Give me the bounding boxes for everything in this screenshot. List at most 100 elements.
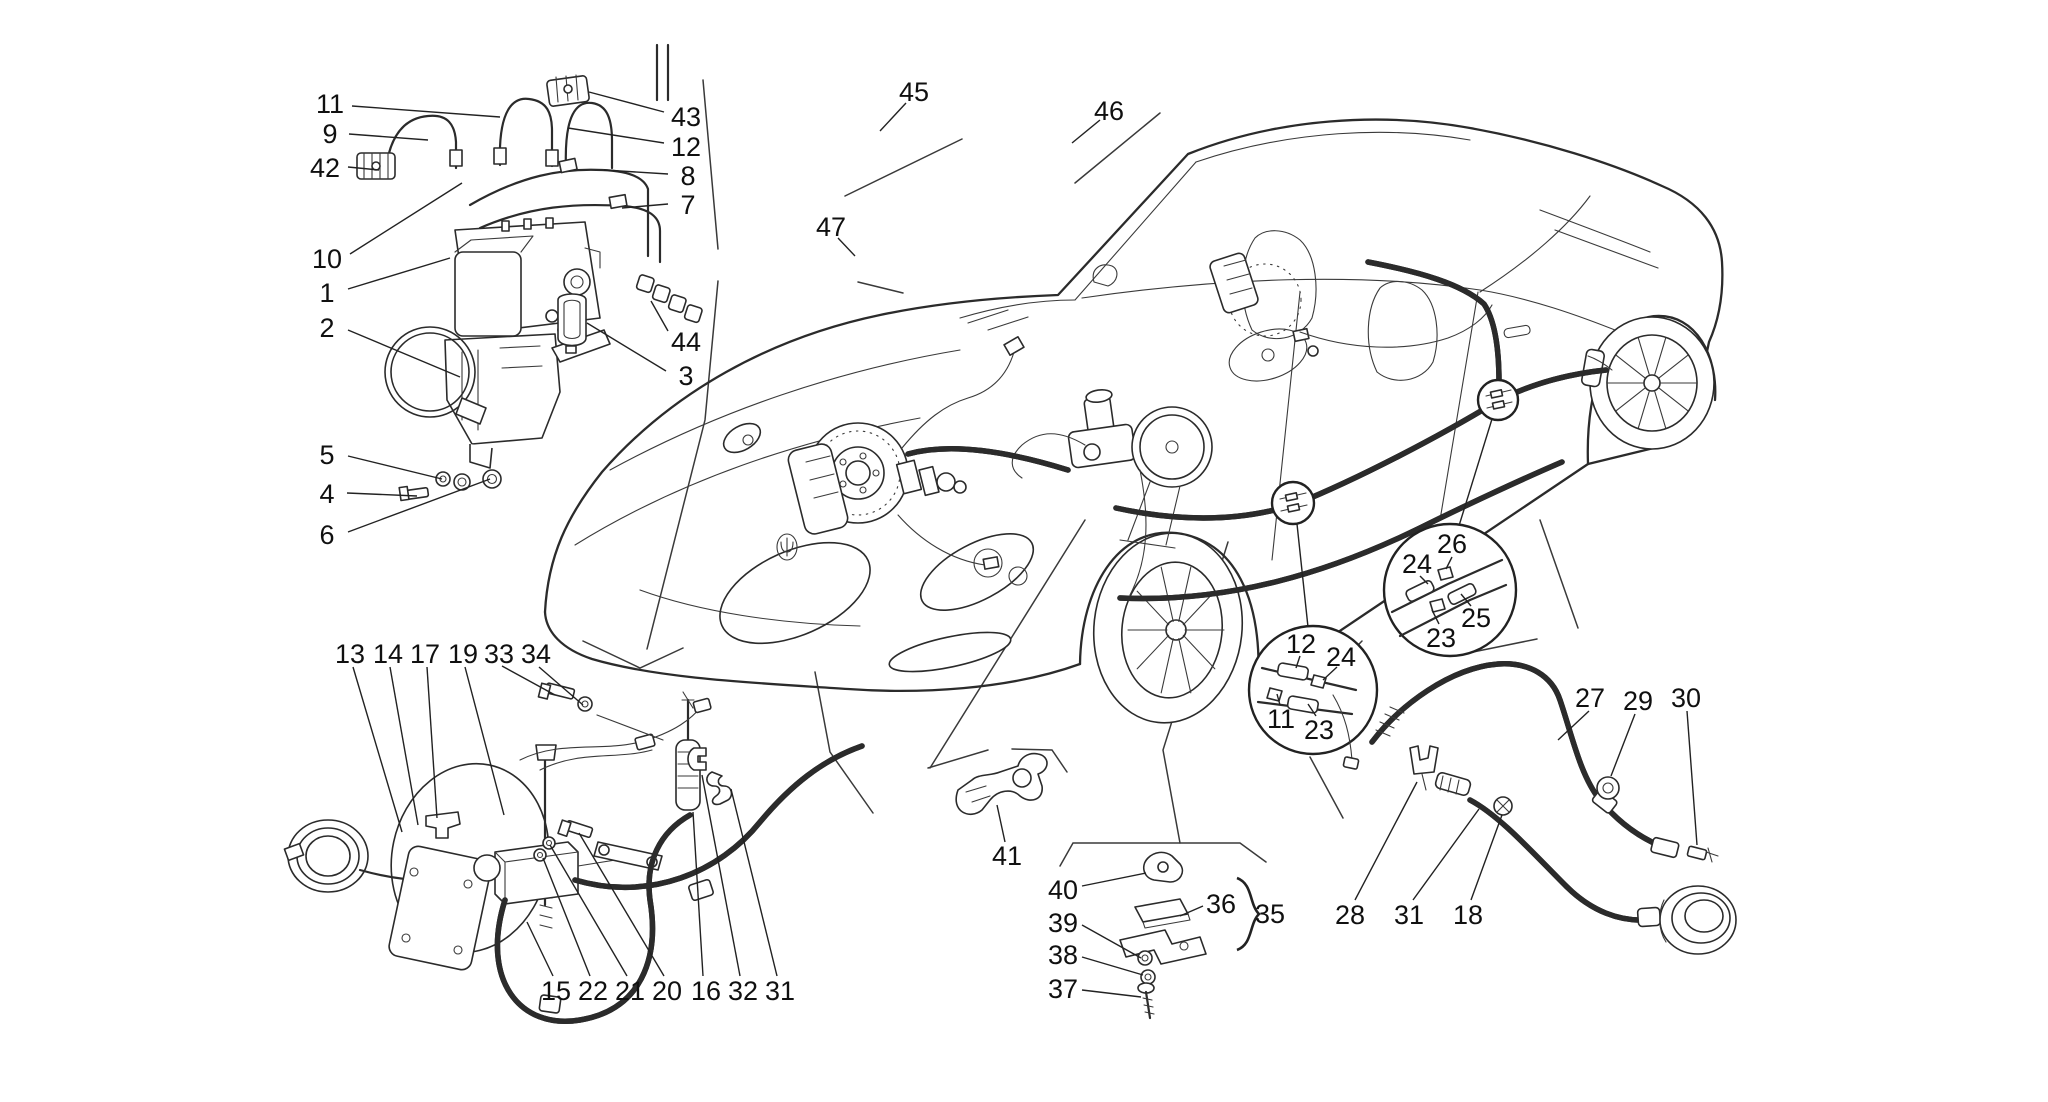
callout-leader-line xyxy=(542,857,591,977)
callout-number: 15 xyxy=(541,976,571,1006)
seal-drum-icon xyxy=(1659,885,1737,955)
callout-22: 22 xyxy=(542,857,608,1006)
callout-24: 24 xyxy=(1402,549,1432,585)
callout-number: 21 xyxy=(615,976,645,1006)
callout-leader-line xyxy=(348,133,429,141)
callout-leader-line xyxy=(879,102,907,132)
pipe-clamp-40-icon xyxy=(1142,851,1184,883)
callout-37: 37 xyxy=(1048,974,1142,1004)
callout-leader-line xyxy=(996,804,1006,843)
callout-36: 36 xyxy=(1179,889,1236,919)
callout-16: 16 xyxy=(691,811,721,1006)
callout-43: 43 xyxy=(588,91,701,132)
callout-14: 14 xyxy=(373,639,419,826)
callout-number: 11 xyxy=(316,89,344,119)
callout-number: 4 xyxy=(319,479,334,509)
callout-4: 4 xyxy=(319,479,418,509)
callout-number: 40 xyxy=(1048,875,1078,905)
callout-41: 41 xyxy=(992,804,1022,871)
callout-leader-line xyxy=(1081,989,1142,998)
callout-leader-line xyxy=(588,91,665,113)
front-wheel-icon xyxy=(1092,532,1244,724)
callout-44: 44 xyxy=(650,300,701,357)
callout-leader-line xyxy=(730,788,778,977)
callout-number: 1 xyxy=(319,278,334,308)
callout-number: 35 xyxy=(1255,899,1285,929)
callout-leader-line xyxy=(650,300,669,332)
callout-leader-line xyxy=(347,329,461,378)
callout-number: 23 xyxy=(1426,623,1456,653)
callout-number: 20 xyxy=(652,976,682,1006)
callout-number: 19 xyxy=(448,639,478,669)
callout-leader-line xyxy=(538,666,584,706)
callout-number: 39 xyxy=(1048,908,1078,938)
callout-leader-line xyxy=(1276,693,1281,706)
callout-number: 45 xyxy=(899,77,929,107)
callout-15: 15 xyxy=(526,921,571,1006)
callout-31: 31 xyxy=(1394,808,1480,930)
callout-leader-line xyxy=(501,665,556,696)
adjuster-31-18-icons xyxy=(1434,772,1513,816)
callout-leader-line xyxy=(346,492,418,497)
callout-47: 47 xyxy=(816,212,856,257)
callout-number: 42 xyxy=(310,153,340,183)
clamp-bracket-section xyxy=(955,752,1207,1020)
callout-18: 18 xyxy=(1453,814,1503,930)
callout-leader-line xyxy=(1179,905,1204,917)
pipe-junction-small-circle xyxy=(1270,480,1316,526)
callout-46: 46 xyxy=(1071,96,1124,144)
pipe-junction-small-circle xyxy=(1476,378,1520,422)
callout-leader-line xyxy=(692,811,704,977)
callout-number: 18 xyxy=(1453,900,1483,930)
callout-31: 31 xyxy=(730,788,795,1006)
rear-wheel-spokes xyxy=(1607,337,1697,429)
callout-5: 5 xyxy=(319,440,443,480)
abs-unit-section xyxy=(356,43,703,502)
callout-23: 23 xyxy=(1304,703,1334,745)
callout-number: 14 xyxy=(373,639,403,669)
callout-leader-line xyxy=(1295,655,1301,669)
car-brake-pipes xyxy=(905,259,1609,599)
pipe-clamp-41-icon xyxy=(955,752,1048,815)
callout-27: 27 xyxy=(1557,683,1605,741)
callout-number: 7 xyxy=(680,190,695,220)
brace-icon xyxy=(1236,876,1261,952)
callout-leader-line xyxy=(621,203,669,209)
magnifier-views xyxy=(1247,378,1520,756)
callout-leader-line xyxy=(1445,556,1453,570)
callout-number: 46 xyxy=(1094,96,1124,126)
callout-leader-line xyxy=(389,666,419,826)
callout-number: 11 xyxy=(1267,704,1295,734)
callout-number: 32 xyxy=(728,976,758,1006)
callout-leader-line xyxy=(837,237,856,257)
cables xyxy=(497,743,865,1021)
callout-17: 17 xyxy=(410,639,440,819)
callout-45: 45 xyxy=(879,77,929,132)
callout-number: 2 xyxy=(319,313,334,343)
callout-number: 27 xyxy=(1575,683,1605,713)
callout-24: 24 xyxy=(1322,642,1356,681)
screw-30-icon xyxy=(1686,845,1719,863)
callout-19: 19 xyxy=(448,639,505,816)
callout-leader-line xyxy=(351,105,501,118)
wheels xyxy=(1092,316,1715,724)
callout-23: 23 xyxy=(1426,609,1456,653)
wheel-spokes-icon xyxy=(1607,337,1697,429)
magnifier-circle-rear-unions xyxy=(1382,522,1518,658)
callout-number: 3 xyxy=(678,361,693,391)
callout-number: 23 xyxy=(1304,715,1334,745)
pipe-clamp-43-icon xyxy=(546,74,590,107)
callout-number: 22 xyxy=(578,976,608,1006)
callout-number: 29 xyxy=(1623,686,1653,716)
callout-12: 12 xyxy=(567,127,701,162)
callout-leader-line xyxy=(426,666,438,819)
callout-leader-line xyxy=(586,322,667,372)
callout-30: 30 xyxy=(1671,683,1701,846)
callout-leader-line xyxy=(1081,956,1144,976)
trident-logo-icon xyxy=(776,533,798,561)
callout-number: 36 xyxy=(1206,889,1236,919)
callout-38: 38 xyxy=(1048,940,1144,976)
callout-number: 28 xyxy=(1335,900,1365,930)
